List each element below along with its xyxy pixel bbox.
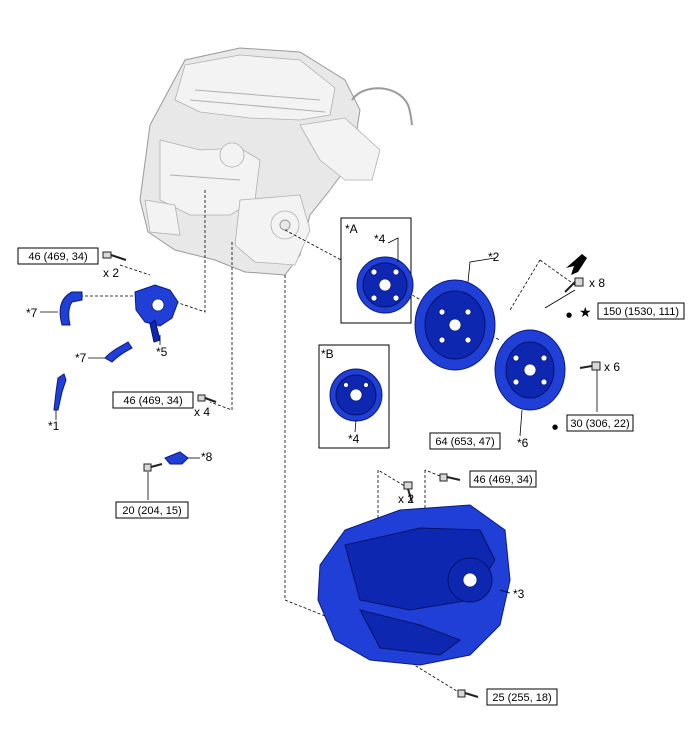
bracket-part <box>53 373 67 411</box>
callout-7b: *7 <box>75 351 87 365</box>
bolt-5 <box>579 361 601 371</box>
drive-plate-b <box>329 368 383 422</box>
torque-box-8: 25 (255, 18) <box>486 688 558 706</box>
arrow-icon <box>566 254 587 275</box>
torque-box-1: 46 (469, 34) <box>17 247 99 265</box>
torque-box-5: 30 (306, 22) <box>566 414 634 432</box>
bolt-3 <box>143 463 163 472</box>
svg-text:25 (255, 18): 25 (255, 18) <box>492 692 551 704</box>
bolt-8 <box>457 689 479 698</box>
drive-plate-a <box>356 256 414 314</box>
callout-4a: *4 <box>374 232 386 246</box>
svg-text:20 (204, 15): 20 (204, 15) <box>122 505 181 517</box>
star-icon: ★ <box>579 305 592 321</box>
quantity-label-1: x 2 <box>103 266 119 280</box>
dot-marker-2: ● <box>552 423 558 431</box>
quantity-label-2: x 4 <box>194 405 210 419</box>
flywheel-part <box>414 279 496 371</box>
bolt-4 <box>564 277 584 293</box>
transaxle-part <box>317 504 511 666</box>
bolt-6 <box>403 481 413 503</box>
callout-2: *2 <box>488 250 500 264</box>
svg-text:46 (469, 34): 46 (469, 34) <box>28 251 87 263</box>
callout-7a: *7 <box>26 306 38 320</box>
bolt-1 <box>102 251 127 261</box>
bolt-2 <box>197 394 217 403</box>
callout-1: *1 <box>48 419 60 433</box>
water-outlet-part <box>134 284 179 343</box>
callout-B: *B <box>321 347 334 361</box>
small-bracket-part <box>164 451 189 465</box>
callout-4b: *4 <box>348 432 360 446</box>
svg-text:46 (469, 34): 46 (469, 34) <box>473 474 532 486</box>
callout-8: *8 <box>201 450 213 464</box>
quantity-label-5: x 2 <box>398 492 414 506</box>
svg-text:64 (653, 47): 64 (653, 47) <box>435 436 494 448</box>
dot-marker-1: ● <box>566 311 572 319</box>
torque-box-2: 46 (469, 34) <box>112 391 194 409</box>
svg-text:30 (306, 22): 30 (306, 22) <box>570 418 629 430</box>
hose-lower <box>104 341 133 363</box>
callout-3: *3 <box>513 587 525 601</box>
callout-6: *6 <box>517 436 529 450</box>
bolt-7 <box>439 473 461 482</box>
torque-box-3: 20 (204, 15) <box>115 501 189 519</box>
damper-part <box>494 329 566 411</box>
quantity-label-4: x 6 <box>604 360 620 374</box>
torque-box-7: 46 (469, 34) <box>469 470 537 488</box>
torque-box-4: 150 (1530, 111) <box>597 302 685 320</box>
svg-text:150 (1530, 111): 150 (1530, 111) <box>603 306 679 318</box>
callout-A: *A <box>345 222 358 236</box>
hose-upper <box>59 291 83 326</box>
quantity-label-3: x 8 <box>589 276 605 290</box>
callout-5: *5 <box>156 345 168 359</box>
engine-illustration <box>139 47 413 276</box>
torque-box-6: 64 (653, 47) <box>429 432 501 450</box>
svg-text:46 (469, 34): 46 (469, 34) <box>123 395 182 407</box>
